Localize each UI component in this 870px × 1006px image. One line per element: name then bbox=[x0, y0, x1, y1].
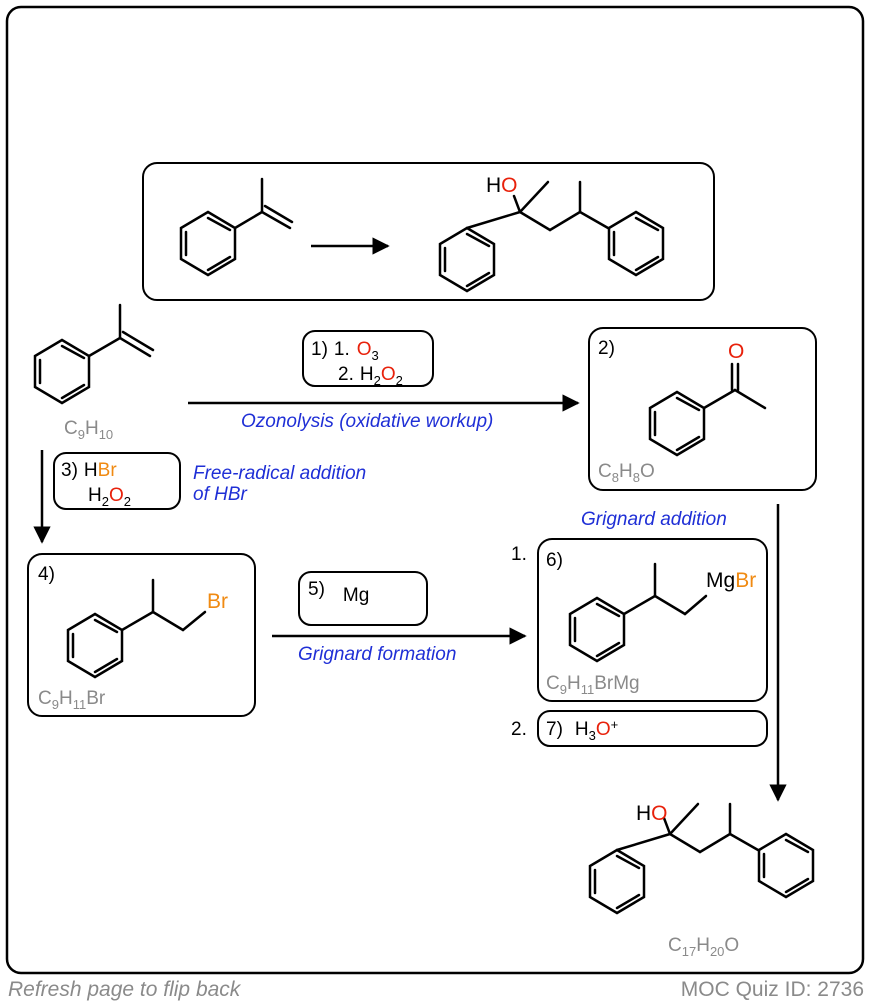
formula-c9h11brmg: C9H11BrMg bbox=[546, 673, 640, 697]
free-radical-annotation-1: Free-radical addition bbox=[193, 463, 366, 484]
question-reactant-structure bbox=[179, 177, 294, 277]
question-product-structure bbox=[438, 180, 665, 293]
step7-prefix: 2. bbox=[511, 719, 527, 740]
step5-text: 5)Mg bbox=[308, 579, 369, 606]
step3-line1: 3)HBr bbox=[61, 460, 117, 481]
ketone-oxygen-label: O bbox=[728, 340, 744, 363]
free-radical-annotation-2: of HBr bbox=[193, 484, 248, 505]
step5-reagent-box bbox=[298, 571, 428, 626]
final-hydroxyl-label: HO bbox=[636, 802, 668, 825]
grignard-reagent-structure bbox=[568, 562, 708, 663]
mgbr-label: MgBr bbox=[706, 569, 756, 592]
formula-c9h10: C9H10 bbox=[64, 418, 113, 442]
step2-number: 2) bbox=[598, 338, 615, 359]
step4-number: 4) bbox=[38, 564, 55, 585]
step2-box bbox=[588, 327, 817, 491]
step4-box bbox=[27, 553, 256, 717]
formula-c9h11br: C9H11Br bbox=[38, 688, 106, 712]
step3-reagent-box bbox=[53, 452, 181, 510]
final-product-structure bbox=[588, 802, 815, 915]
step1-line1: 1)1.O3 bbox=[311, 339, 379, 363]
step6-prefix: 1. bbox=[511, 544, 527, 565]
refresh-hint: Refresh page to flip back bbox=[8, 978, 241, 1001]
bromine-label: Br bbox=[207, 590, 228, 613]
step7-text: 7)H3O+ bbox=[546, 717, 618, 743]
formula-c8h8o: C8H8O bbox=[598, 461, 655, 485]
formula-c17h20o: C17H20O bbox=[668, 935, 739, 959]
starting-material-structure bbox=[33, 303, 155, 405]
step1-line2: 2.H2O2 bbox=[338, 364, 403, 388]
alkyl-bromide-structure bbox=[66, 578, 207, 679]
outer-frame bbox=[5, 5, 865, 975]
question-box bbox=[142, 162, 715, 301]
ozonolysis-annotation: Ozonolysis (oxidative workup) bbox=[241, 411, 493, 432]
grignard-addition-annotation: Grignard addition bbox=[581, 509, 727, 530]
question-hydroxyl-label: HO bbox=[486, 174, 518, 197]
step7-box bbox=[537, 710, 768, 747]
step1-reagent-box bbox=[302, 330, 434, 387]
acetophenone-structure bbox=[648, 362, 767, 457]
quiz-id: MOC Quiz ID: 2736 bbox=[680, 978, 864, 1001]
step6-box bbox=[537, 538, 768, 702]
step6-number: 6) bbox=[546, 550, 563, 571]
grignard-formation-annotation: Grignard formation bbox=[298, 644, 456, 665]
step3-line2: H2O2 bbox=[88, 485, 131, 509]
